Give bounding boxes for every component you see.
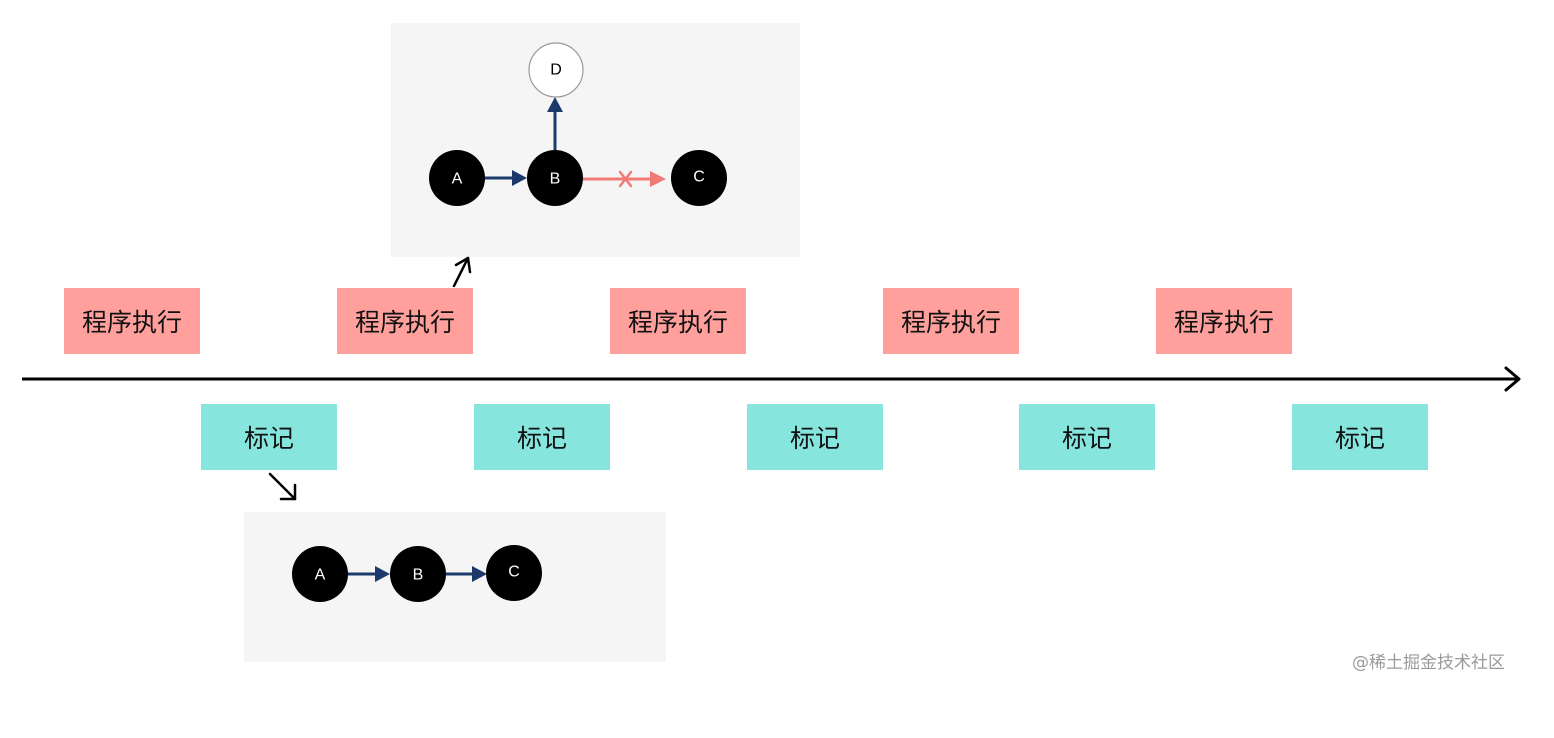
mark-box-2: 标记 [474, 404, 610, 470]
node-label: D [550, 62, 562, 79]
mark-label: 标记 [1061, 424, 1112, 453]
exec-box-1: 程序执行 [64, 288, 200, 354]
bottom-node-b: B [390, 546, 446, 602]
exec-label: 程序执行 [354, 308, 455, 337]
pointer-arrow-up-icon [452, 256, 472, 288]
node-label: B [413, 567, 424, 584]
edge-a-b-arrowhead-icon [512, 170, 527, 186]
edge-b-d-arrowhead-icon [547, 97, 563, 112]
node-label: B [550, 171, 561, 188]
mark-box-5: 标记 [1292, 404, 1428, 470]
top-graph-edges [484, 97, 666, 188]
exec-box-3: 程序执行 [610, 288, 746, 354]
mark-label: 标记 [516, 424, 567, 453]
mark-label: 标记 [1334, 424, 1385, 453]
node-label: C [693, 169, 705, 186]
exec-box-4: 程序执行 [883, 288, 1019, 354]
exec-label: 程序执行 [81, 308, 182, 337]
bottom-node-a: A [292, 546, 348, 602]
bottom-node-c: C [486, 545, 542, 601]
top-node-b: B [527, 150, 583, 206]
exec-box-2: 程序执行 [337, 288, 473, 354]
top-node-c: C [671, 150, 727, 206]
bottom-graph-edges [347, 566, 487, 582]
mark-label: 标记 [789, 424, 840, 453]
timeline-arrowhead-icon [1504, 366, 1521, 392]
exec-label: 程序执行 [1173, 308, 1274, 337]
watermark: @稀土掘金技术社区 [1352, 653, 1505, 673]
edge-b-c-arrowhead-icon [472, 566, 487, 582]
top-node-d: D [528, 42, 584, 98]
edge-b-c-arrowhead-icon [650, 171, 666, 187]
top-node-a: A [429, 150, 485, 206]
exec-label: 程序执行 [900, 308, 1001, 337]
exec-box-5: 程序执行 [1156, 288, 1292, 354]
node-label: C [508, 564, 520, 581]
pointer-arrow-down-icon [268, 472, 297, 501]
mark-box-4: 标记 [1019, 404, 1155, 470]
mark-box-3: 标记 [747, 404, 883, 470]
mark-label: 标记 [243, 424, 294, 453]
mark-box-1: 标记 [201, 404, 337, 470]
top-graph-panel [391, 23, 800, 257]
edge-a-b-arrowhead-icon [375, 566, 390, 582]
exec-label: 程序执行 [627, 308, 728, 337]
removed-cross-icon [618, 170, 633, 188]
node-label: A [315, 567, 326, 584]
node-label: A [452, 171, 463, 188]
